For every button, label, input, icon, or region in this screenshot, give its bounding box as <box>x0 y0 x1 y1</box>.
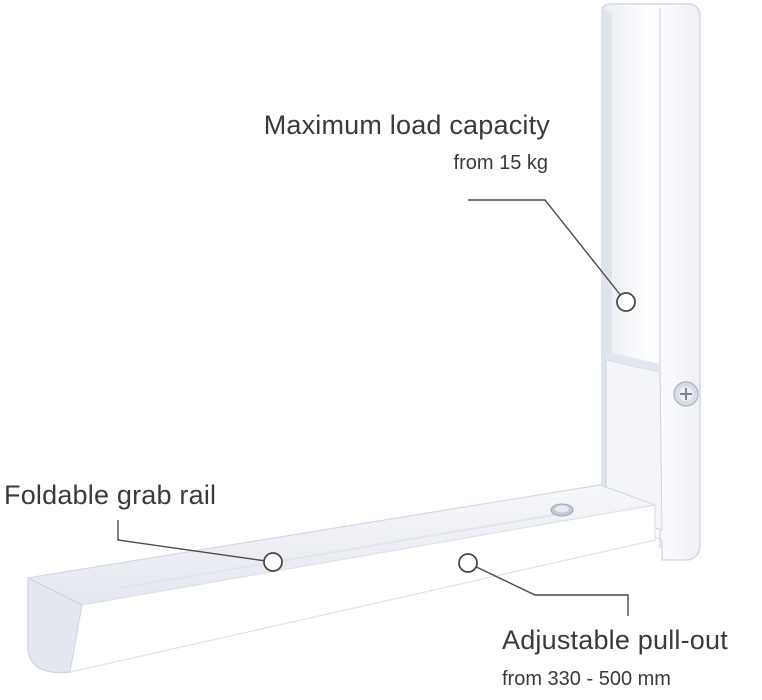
load-capacity-detail: from 15 kg <box>453 152 548 174</box>
load-leader-line <box>468 199 627 303</box>
load-capacity-title: Maximum load capacity <box>263 110 550 140</box>
pullout-detail: from 330 - 500 mm <box>502 668 671 690</box>
pullout-title: Adjustable pull-out <box>502 625 728 655</box>
horizontal-arm <box>26 484 657 674</box>
rail-leader-line <box>117 520 274 563</box>
grab-rail-title: Foldable grab rail <box>4 480 217 510</box>
leader-lines <box>117 199 629 616</box>
screw-icon <box>673 381 699 407</box>
marker-dots <box>263 292 636 573</box>
marker-dot-icon <box>263 552 283 572</box>
marker-dot-icon <box>616 292 636 312</box>
marker-dot-icon <box>458 553 478 573</box>
pullout-leader-line <box>467 562 629 616</box>
vertical-bracket <box>601 3 701 561</box>
